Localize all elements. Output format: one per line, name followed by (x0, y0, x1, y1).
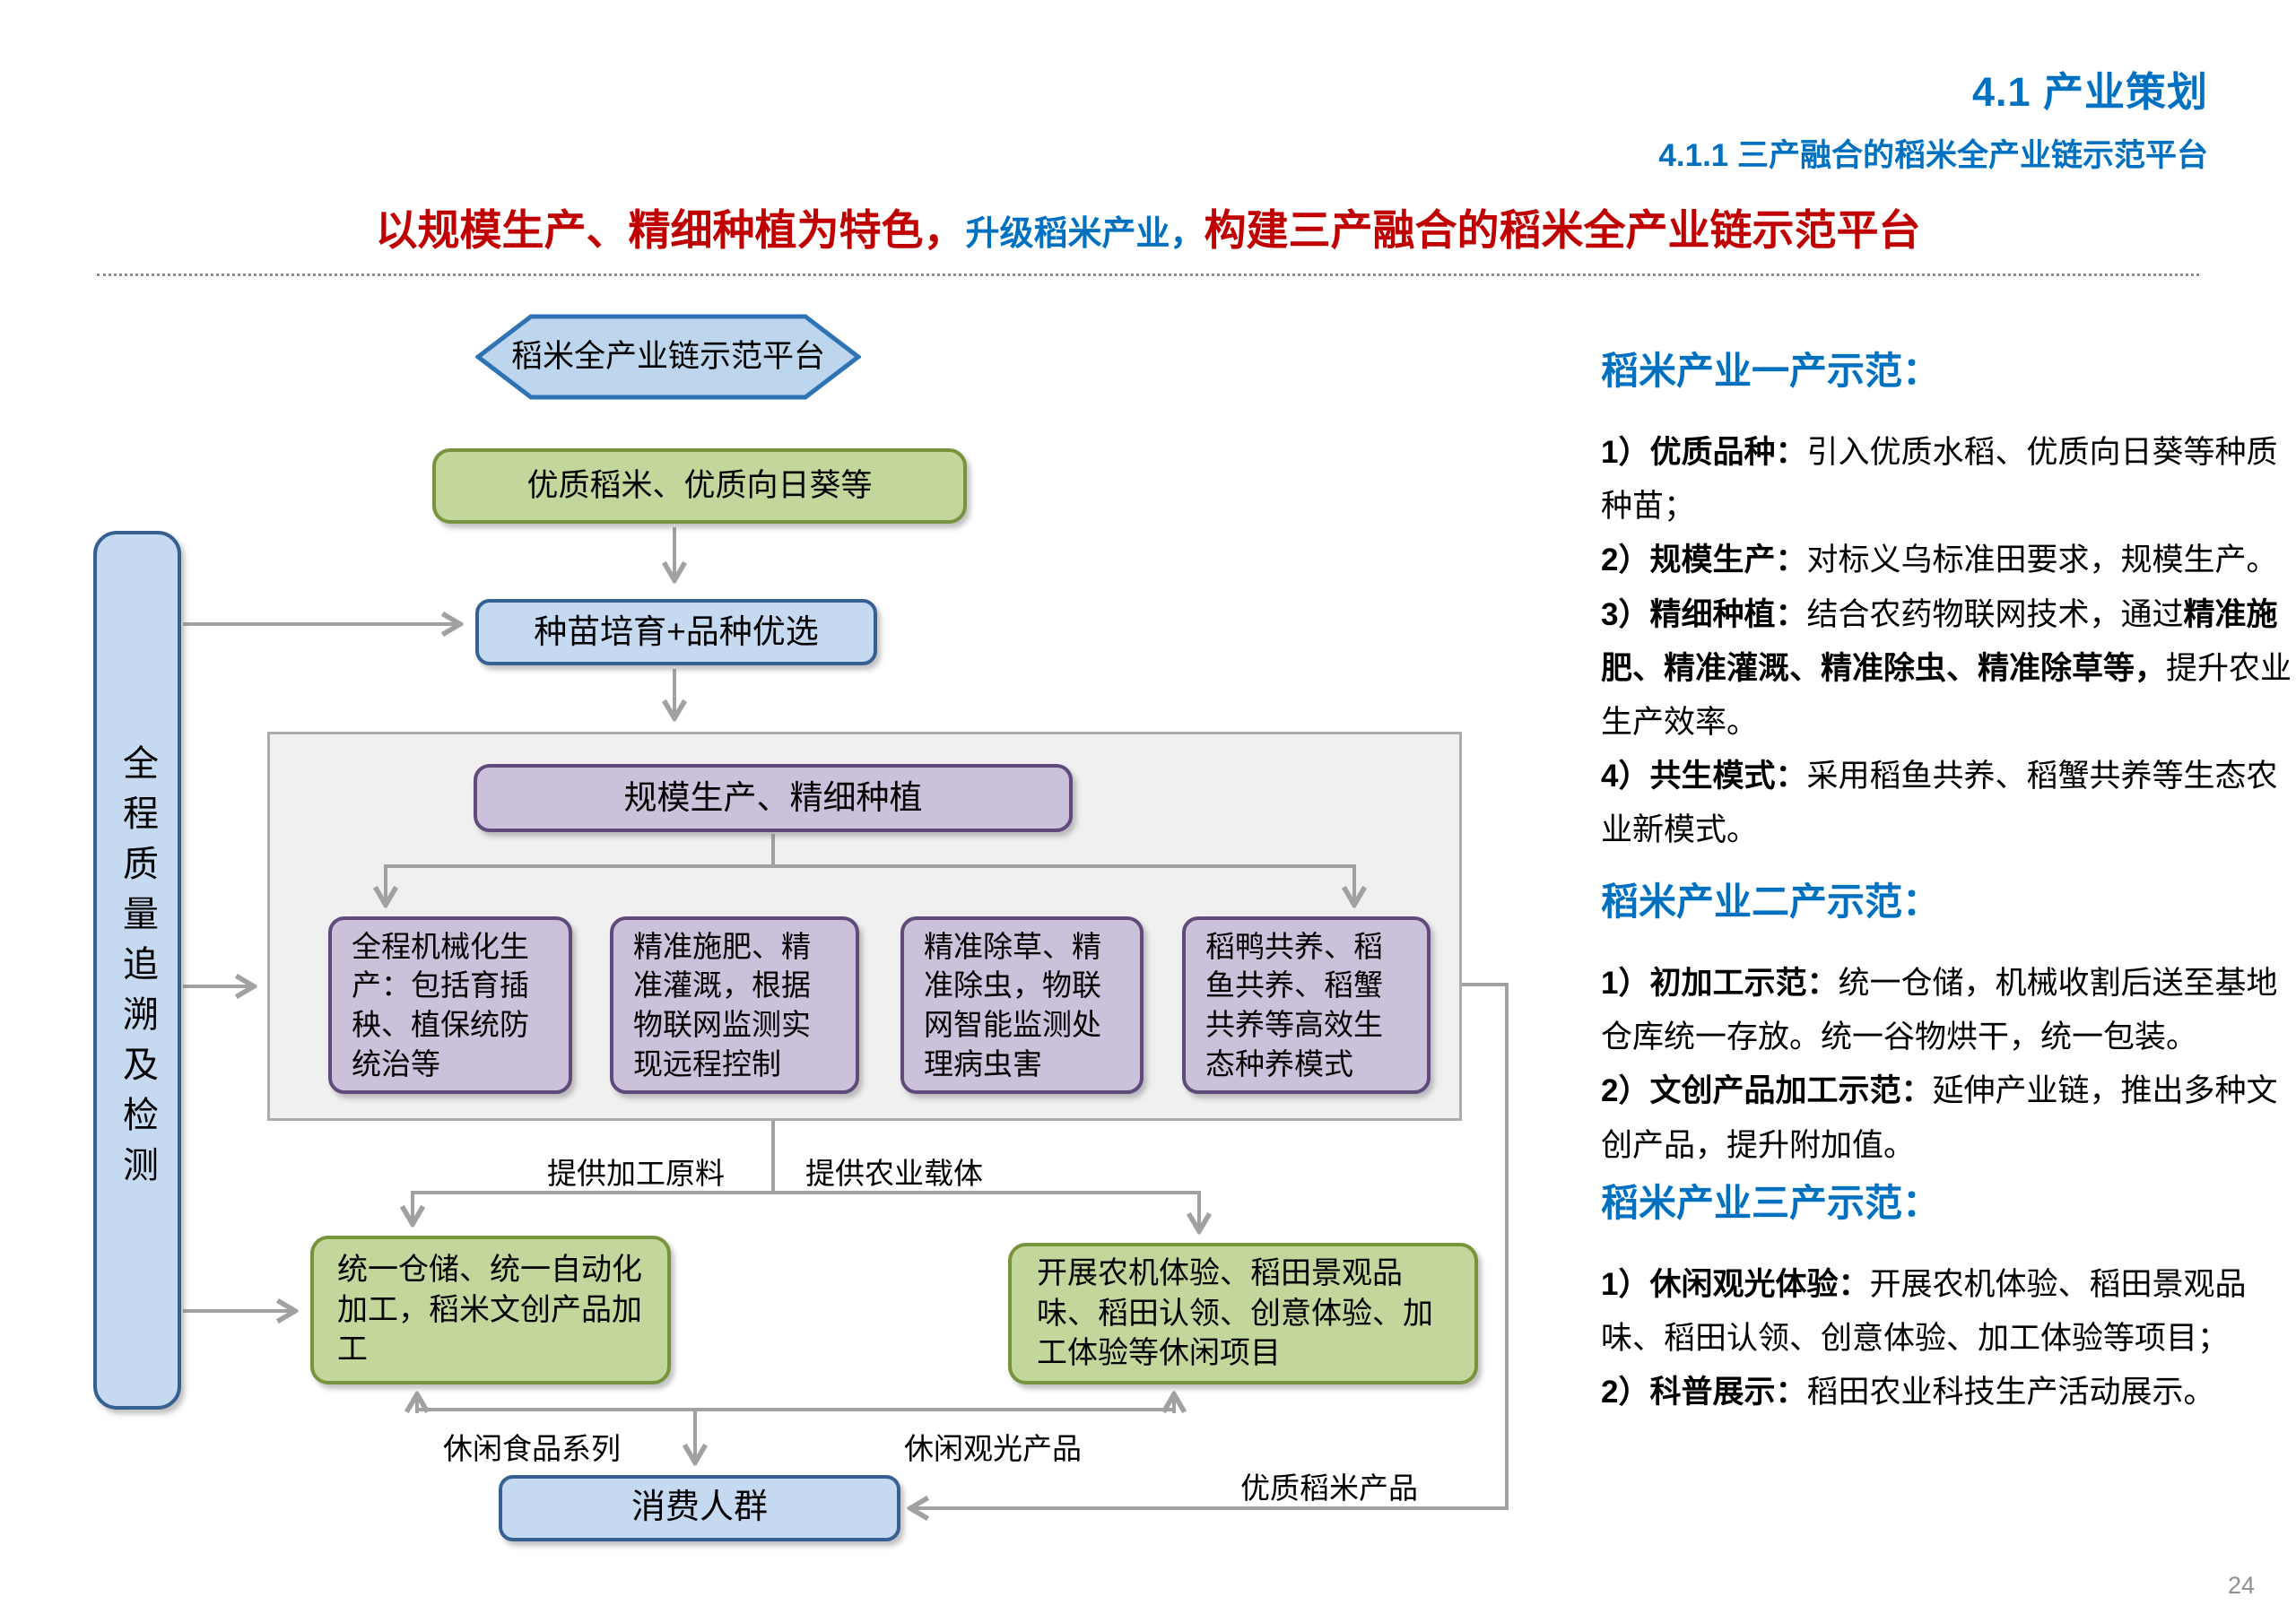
edge-label-sightseeing-product: 休闲观光产品 (904, 1432, 1082, 1465)
edge-label-agri-carrier: 提供农业载体 (805, 1157, 983, 1190)
subsection-title: 4.1.1 三产融合的稻米全产业链示范平台 (1658, 138, 2208, 173)
section-number-title: 4.1 产业策划 (1971, 69, 2208, 115)
quality-trace-sidebar: 全程质量追溯及检测 (93, 531, 181, 1410)
page-title: 以规模生产、精细种植为特色，升级稻米产业，构建三产融合的稻米全产业链示范平台 (0, 195, 2296, 257)
hexagon-shape (475, 314, 861, 400)
panel-section-primary-industry: 稻米产业一产示范： 1）优质品种：引入优质水稻、优质向日葵等种质种苗； 2）规模… (1601, 341, 2296, 858)
precise-weeding-box: 精准除草、精准除虫，物联网智能监测处理病虫害 (900, 916, 1144, 1094)
edge-label-snack-series: 休闲食品系列 (443, 1432, 621, 1465)
panel-item: 2）科普展示：稻田农业科技生产活动展示。 (1601, 1375, 2215, 1410)
panel-section-secondary-industry: 稻米产业二产示范： 1）初加工示范：统一仓储，机械收割后送至基地仓库统一存放。统… (1601, 872, 2296, 1173)
dotted-divider (97, 273, 2199, 276)
scale-production-box: 规模生产、精细种植 (474, 764, 1073, 832)
edge-rice-product-to-consumer (911, 983, 1509, 1508)
title-part-red-1: 以规模生产、精细种植为特色， (375, 206, 966, 254)
panel-item: 1）休闲观光体验：开展农机体验、稻田景观品味、稻田认领、创意体验、加工体验等项目… (1601, 1267, 2247, 1357)
panel-heading: 稻米产业一产示范： (1601, 350, 1941, 392)
symbiosis-farming-box: 稻鸭共养、稻鱼共养、稻蟹共养等高效生态种养模式 (1182, 916, 1431, 1094)
panel-item: 1）初加工示范：统一仓储，机械收割后送至基地仓库统一存放。统一谷物烘干，统一包装… (1601, 966, 2278, 1055)
unified-processing-box: 统一仓储、统一自动化加工，稻米文创产品加工 (310, 1236, 671, 1384)
mechanization-label: 全程机械化生产：包括育插秧、植保统防统治等 (352, 929, 529, 1081)
mechanization-box: 全程机械化生产：包括育插秧、植保统防统治等 (328, 916, 572, 1094)
precise-fertilization-label: 精准施肥、精准灌溉，根据物联网监测实现远程控制 (633, 929, 811, 1081)
panel-item: 2）文创产品加工示范：延伸产业链，推出多种文创产品，提升附加值。 (1601, 1073, 2278, 1163)
title-part-blue: 升级稻米产业， (965, 215, 1205, 253)
symbiosis-farming-label: 稻鸭共养、稻鱼共养、稻蟹共养等高效生态种养模式 (1205, 929, 1383, 1081)
consumer-group-label: 消费人群 (631, 1488, 768, 1527)
scale-production-label: 规模生产、精细种植 (623, 778, 923, 816)
page-number: 24 (2227, 1572, 2255, 1599)
seedling-breeding-box: 种苗培育+品种优选 (475, 599, 877, 665)
panel-item: 1）优质品种：引入优质水稻、优质向日葵等种质种苗； (1601, 435, 2278, 525)
panel-item: 3）精细种植：结合农药物联网技术，通过精准施肥、精准灌溉、精准除虫、精准除草等，… (1601, 596, 2292, 740)
panel-section-tertiary-industry: 稻米产业三产示范： 1）休闲观光体验：开展农机体验、稻田景观品味、稻田认领、创意… (1601, 1173, 2296, 1420)
seedling-breeding-label: 种苗培育+品种优选 (534, 612, 819, 650)
platform-hexagon: 稻米全产业链示范平台 (475, 314, 861, 400)
panel-item: 2）规模生产：对标义乌标准田要求，规模生产。 (1601, 542, 2278, 578)
platform-hexagon-label: 稻米全产业链示范平台 (510, 339, 825, 375)
title-part-red-2: 构建三产融合的稻米全产业链示范平台 (1204, 206, 1921, 254)
panel-item: 4）共生模式：采用稻鱼共养、稻蟹共养等生态农业新模式。 (1601, 759, 2278, 848)
consumer-group-box: 消费人群 (499, 1475, 900, 1541)
precise-weeding-label: 精准除草、精准除虫，物联网智能监测处理病虫害 (924, 929, 1101, 1081)
quality-trace-label: 全程质量追溯及检测 (117, 744, 157, 1196)
unified-processing-label: 统一仓储、统一自动化加工，稻米文创产品加工 (337, 1252, 642, 1367)
leisure-experience-label: 开展农机体验、稻田景观品味、稻田认领、创意体验、加工体验等休闲项目 (1037, 1255, 1433, 1371)
leisure-experience-box: 开展农机体验、稻田景观品味、稻田认领、创意体验、加工体验等休闲项目 (1008, 1243, 1478, 1384)
precise-fertilization-box: 精准施肥、精准灌溉，根据物联网监测实现远程控制 (610, 916, 859, 1094)
quality-products-label: 优质稻米、优质向日葵等 (526, 468, 873, 504)
edge-label-rice-product: 优质稻米产品 (1240, 1471, 1418, 1505)
edge-label-raw-material: 提供加工原料 (547, 1157, 725, 1190)
section-header: 4.1 产业策划 4.1.1 三产融合的稻米全产业链示范平台 (1658, 59, 2208, 176)
quality-products-box: 优质稻米、优质向日葵等 (432, 448, 967, 524)
panel-heading: 稻米产业三产示范： (1601, 1182, 1941, 1224)
panel-heading: 稻米产业二产示范： (1601, 881, 1941, 923)
